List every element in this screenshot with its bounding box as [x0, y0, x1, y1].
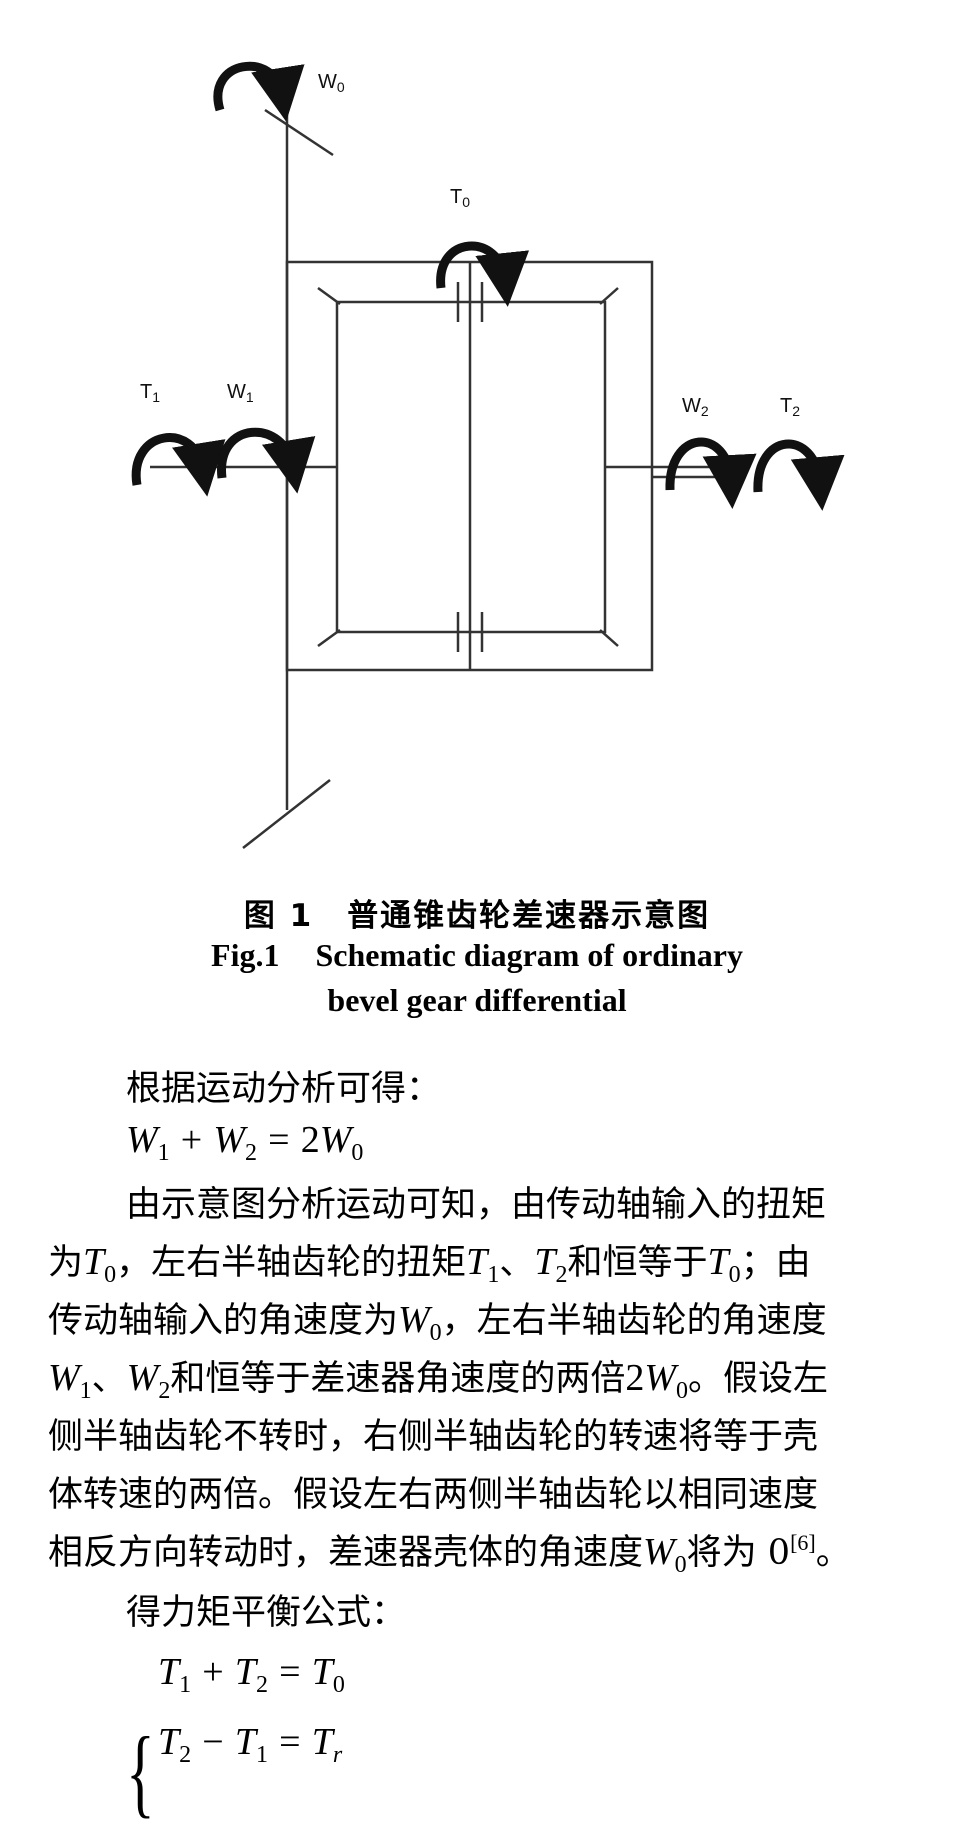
differential-schematic	[150, 108, 740, 849]
paragraph-line-7: 相反方向转动时，差速器壳体的角速度W0将为 0[6]。	[48, 1530, 851, 1578]
t2-rotation-arrow	[753, 439, 845, 511]
paragraph-line-3: 传动轴输入的角速度为W0，左右半轴齿轮的角速度	[48, 1299, 827, 1346]
w2-rotation-arrow	[665, 437, 757, 509]
label-t0: T0	[450, 186, 470, 210]
bevel-tl	[317, 286, 341, 306]
bevel-bl	[317, 628, 341, 648]
paragraph-line-2: 为T0，左右半轴齿轮的扭矩T1、T2和恒等于T0；由	[48, 1241, 811, 1288]
citation-ref: [6]	[790, 1530, 816, 1555]
label-w1: W1	[227, 381, 254, 405]
t0-rotation-arrow	[436, 241, 530, 307]
paragraph-line-1: 由示意图分析运动可知，由传动轴输入的扭矩	[126, 1185, 827, 1225]
caption-en-fig-number: Fig.1	[211, 937, 280, 973]
analysis-intro: 根据运动分析可得：	[126, 1069, 442, 1109]
equation-torque-diff: T2 − T1 = Tr	[158, 1721, 343, 1768]
caption-cn-title: 普通锥齿轮差速器示意图	[347, 898, 711, 934]
caption-en-title-2: bevel gear differential	[327, 982, 627, 1018]
equation-system-brace: {	[126, 1716, 155, 1827]
label-w2: W2	[682, 395, 709, 419]
figure-caption-en-line2: bevel gear differential	[0, 982, 954, 1019]
paragraph-line-4: W1、W2和恒等于差速器角速度的两倍2W0。假设左	[48, 1357, 829, 1404]
figure-caption-en-line1: Fig.1 Schematic diagram of ordinary	[0, 937, 954, 974]
bevel-tr	[599, 287, 619, 305]
label-t1: T1	[140, 381, 160, 405]
w1-rotation-arrow	[217, 427, 316, 494]
figure-caption-cn: 图 1 普通锥齿轮差速器示意图	[0, 890, 954, 935]
drive-gear-bottom	[242, 779, 331, 849]
caption-cn-fig-number: 图 1	[243, 898, 314, 934]
bevel-br	[599, 629, 619, 647]
w0-rotation-arrow	[213, 61, 305, 122]
differential-diagram: W0 T0 T1 W1 W2 T2	[131, 61, 845, 849]
paragraph-line-5: 侧半轴齿轮不转时，右侧半轴齿轮的转速将等于壳	[48, 1417, 819, 1457]
label-w0: W0	[318, 71, 345, 95]
caption-en-title-1: Schematic diagram of ordinary	[315, 937, 743, 973]
equation-torque-sum: T1 + T2 = T0	[158, 1651, 345, 1698]
label-t2: T2	[780, 395, 800, 419]
torque-balance-intro: 得力矩平衡公式：	[126, 1593, 407, 1633]
paragraph-line-6: 体转速的两倍。假设左右两侧半轴齿轮以相同速度	[48, 1475, 819, 1515]
drive-gear-top	[264, 108, 334, 157]
moment-arrows	[131, 61, 845, 511]
equation-angular-velocity: W1 + W2 = 2W0	[126, 1119, 364, 1166]
t1-rotation-arrow	[131, 433, 226, 497]
